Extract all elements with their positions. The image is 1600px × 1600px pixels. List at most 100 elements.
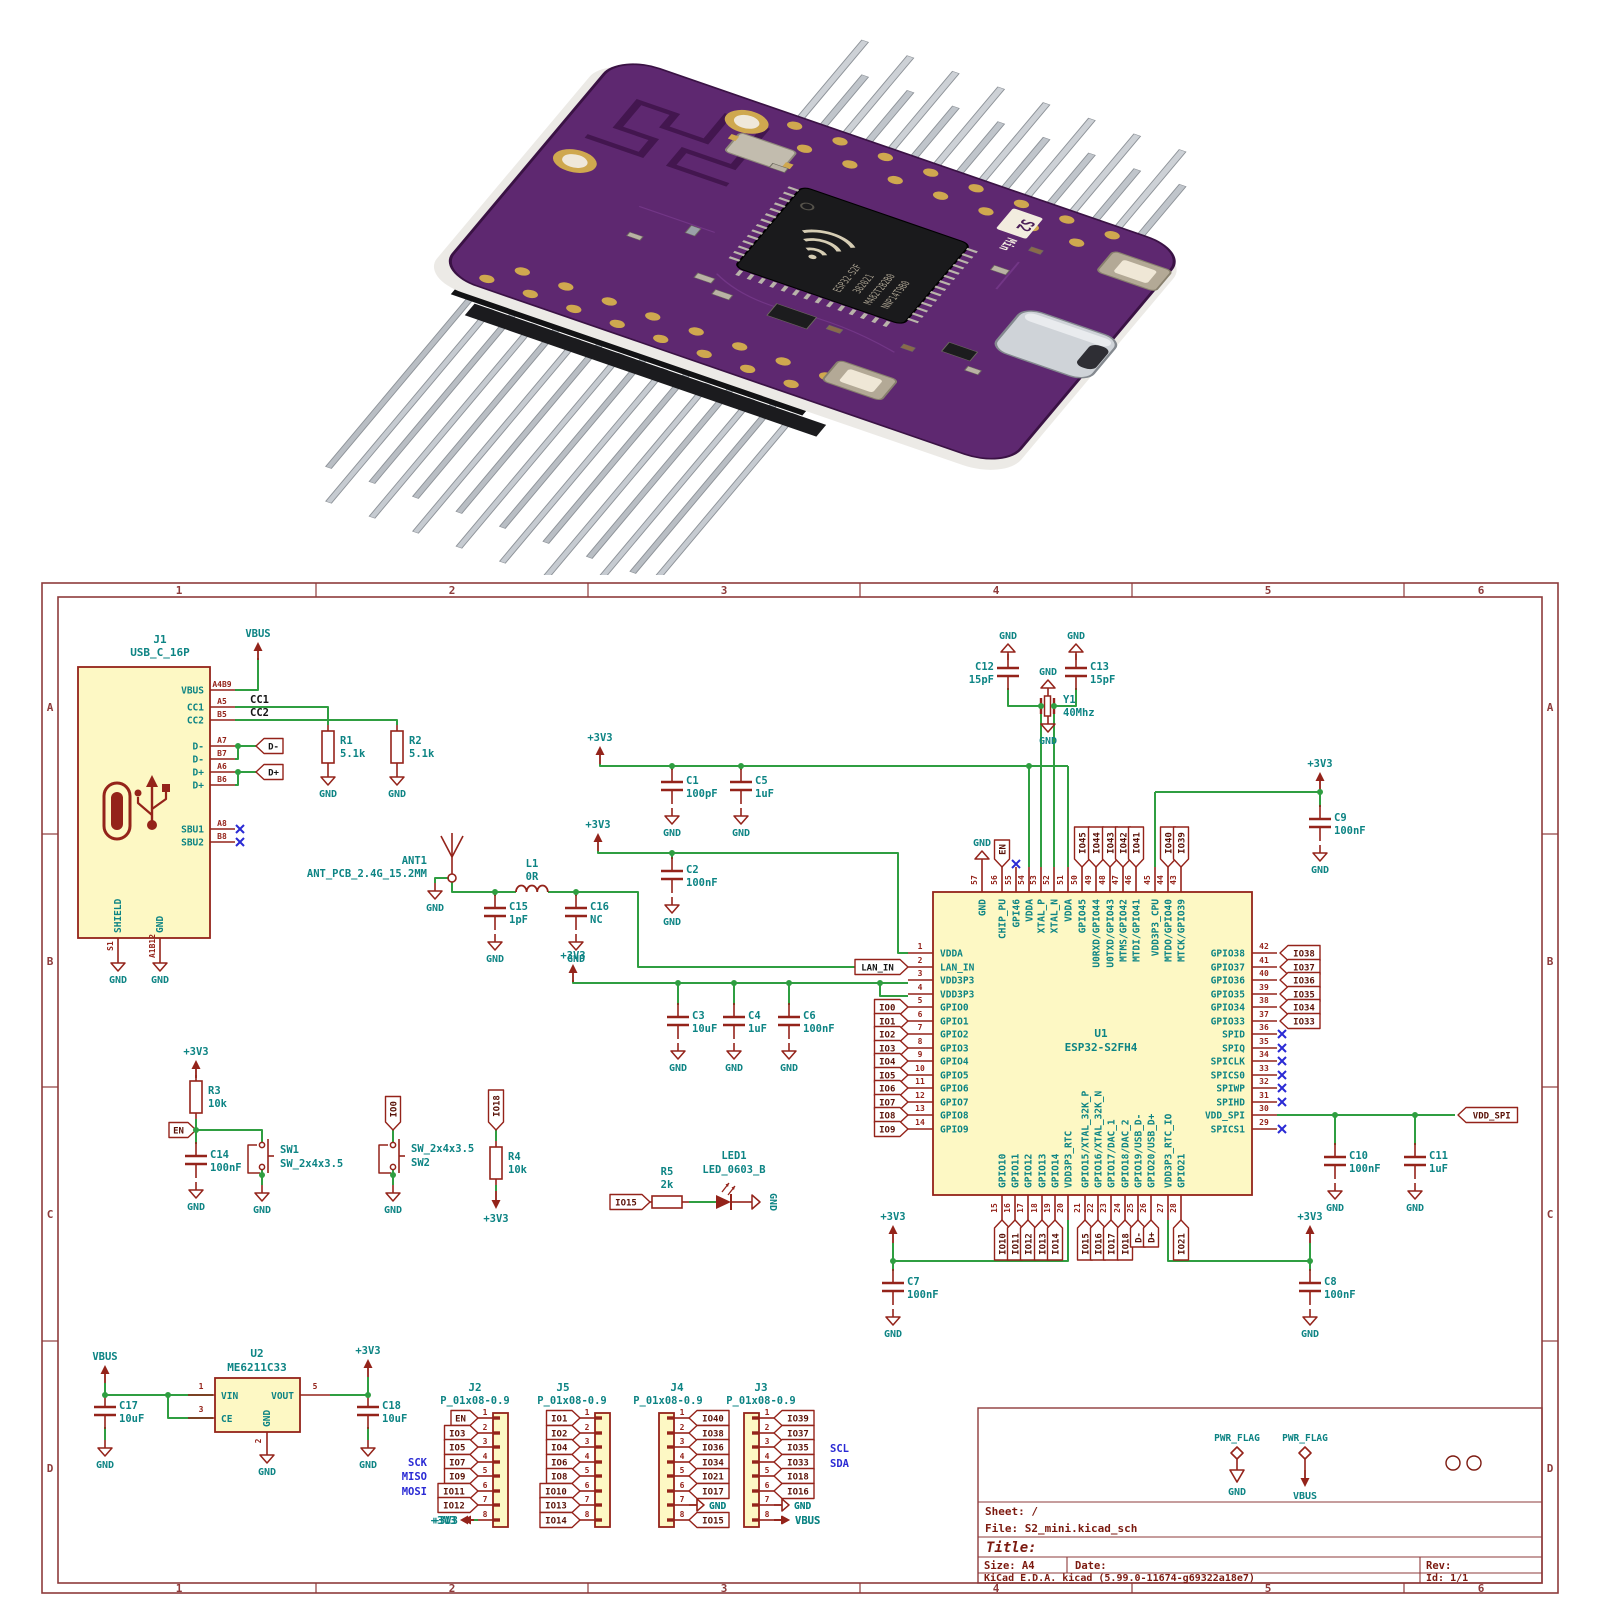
ref: C16: [590, 901, 609, 913]
net-label: IO13: [1039, 1233, 1049, 1255]
pin-name: MTMS/GPIO42: [1119, 899, 1130, 962]
zone-col: 4: [993, 584, 1000, 597]
zone-row: D: [1547, 1462, 1554, 1475]
net-label: IO7: [879, 1099, 895, 1109]
net-gnd: GND: [96, 1460, 114, 1471]
pin-name: GPIO45: [1078, 899, 1089, 934]
pin-number: 48: [1098, 875, 1107, 885]
label: SW_2x4x3.5: [280, 1158, 343, 1170]
junction: [1332, 1112, 1338, 1118]
tactile-button: [1097, 251, 1172, 291]
pin-number: 28: [1169, 1203, 1178, 1213]
net-label: IO45: [1079, 832, 1089, 854]
value: 100nF: [1349, 1163, 1381, 1175]
gnd-symbol: GND: [663, 897, 681, 928]
pin-name: GPIO8: [940, 1111, 969, 1122]
pin-name: GND: [978, 899, 989, 916]
value: 15pF: [1090, 674, 1115, 686]
pin-name: SPIWP: [1216, 1084, 1245, 1095]
pin-number: 5: [765, 1466, 770, 1475]
pwr-flag-label: PWR_FLAG: [1282, 1433, 1328, 1444]
pin-number: 1: [199, 1382, 204, 1391]
ref: C8: [1324, 1276, 1337, 1288]
net-name: SCK: [408, 1457, 428, 1469]
pin-name: GPIO4: [940, 1057, 969, 1068]
pin-number: 25: [1126, 1203, 1135, 1213]
pin-number: 2: [585, 1423, 590, 1432]
component-bodies: [77, 666, 1253, 1528]
pin-number: S1: [106, 941, 115, 951]
power-label: +3V3: [1297, 1211, 1322, 1223]
value: 15pF: [969, 674, 994, 686]
net-gnd: GND: [567, 954, 585, 965]
junction: [1307, 1258, 1313, 1264]
net-label: IO9: [449, 1473, 465, 1483]
pin-name: GPIO13: [1038, 1153, 1049, 1188]
pin-number: B6: [217, 775, 227, 784]
sheet-id-field: Id: 1/1: [1426, 1573, 1468, 1584]
net-label: IO40: [702, 1415, 724, 1425]
pin-number: 7: [680, 1495, 685, 1504]
net-name: MISO: [402, 1471, 427, 1483]
net-vbus: VBUS: [1293, 1491, 1317, 1502]
pin-number: 33: [1259, 1064, 1269, 1073]
pin-number: B7: [217, 749, 227, 758]
zone-row: A: [1547, 701, 1554, 714]
net-label: IO15: [702, 1517, 724, 1527]
net-gnd: GND: [663, 917, 681, 928]
value: P_01x08-0.9: [633, 1395, 703, 1407]
ref: C4: [748, 1010, 761, 1022]
power-label: +3V3: [355, 1345, 380, 1357]
label: SW2: [411, 1157, 430, 1169]
net-gnd: GND: [359, 1460, 377, 1471]
pin-name: GPIO7: [940, 1098, 969, 1109]
pin-name: D-: [193, 742, 204, 753]
junction: [669, 763, 675, 769]
pin-name: GPIO19/USB_D-: [1134, 1114, 1145, 1188]
crystal: [724, 132, 797, 171]
value: ESP32-S2FH4: [1065, 1041, 1138, 1054]
value: ME6211C33: [227, 1361, 287, 1374]
net-label: IO42: [1120, 832, 1130, 854]
zone-row: C: [47, 1208, 54, 1221]
junction: [890, 1258, 896, 1264]
pin-number: 50: [1070, 875, 1079, 885]
pin-number: 17: [1016, 1203, 1025, 1213]
pin-name: VBUS: [181, 686, 204, 697]
ref: C10: [1349, 1150, 1368, 1162]
power-label: +3V3: [560, 950, 585, 962]
net-label: IO12: [443, 1502, 465, 1512]
pin-name: SBU1: [181, 825, 204, 836]
net-label: IO0: [390, 1101, 400, 1117]
smd-passive: [940, 341, 979, 362]
value: 100nF: [210, 1162, 242, 1174]
net-label: LAN_IN: [861, 964, 894, 974]
value: 40Mhz: [1063, 707, 1095, 719]
net-label: IO43: [1107, 832, 1117, 854]
pin-number: 6: [765, 1481, 770, 1490]
pin-number: 9: [918, 1050, 923, 1059]
ref: J1: [153, 633, 167, 646]
pin-number: 5: [313, 1382, 318, 1391]
net-label: IO6: [551, 1459, 567, 1469]
pin-name: D-: [193, 755, 204, 766]
pin-name: VDD3P3_RTC: [1064, 1131, 1075, 1188]
date-field: Date:: [1075, 1560, 1107, 1572]
gnd-symbol: GND: [151, 955, 169, 986]
power-label: +3V3: [431, 1515, 456, 1527]
pin-name: GPIO16/XTAL_32K_N: [1094, 1090, 1105, 1188]
pin-number: 4: [765, 1452, 770, 1461]
ref: J5: [556, 1381, 569, 1394]
ref: U2: [250, 1347, 263, 1360]
pin-name: GPIO35: [1211, 990, 1246, 1001]
pin-number: 5: [585, 1466, 590, 1475]
net-label: IO11: [1012, 1233, 1022, 1255]
zone-col: 6: [1478, 584, 1485, 597]
net-label: EN: [173, 1127, 184, 1137]
